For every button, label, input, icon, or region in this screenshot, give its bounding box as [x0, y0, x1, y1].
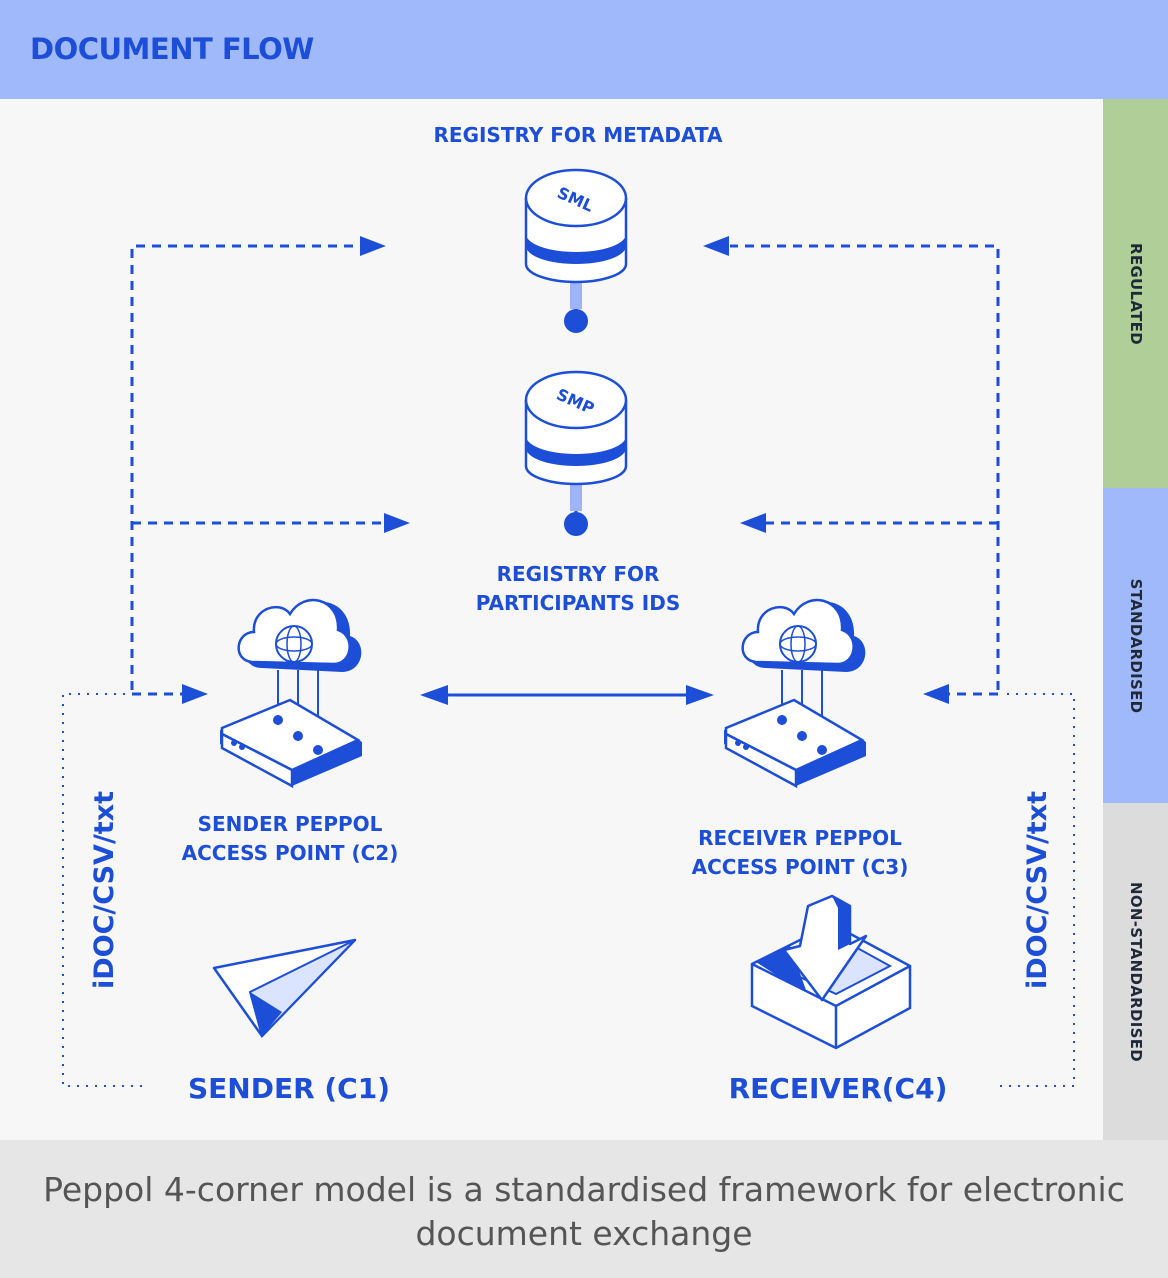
inbox-download-icon [750, 894, 912, 1050]
c2-to-sml-line [130, 244, 362, 690]
dashed-flow-lines [130, 244, 1000, 696]
c4-label: RECEIVER(C4) [729, 1072, 948, 1105]
page-title: DOCUMENT FLOW [30, 32, 314, 66]
paper-plane-icon [212, 938, 357, 1038]
c2-label-line2: ACCESS POINT (C2) [182, 841, 399, 865]
dotted-format-lines [62, 693, 1075, 1087]
c2-label-line1: SENDER PEPPOL [198, 812, 383, 836]
band-label-non-standardised: NON-STANDARDISED [1126, 881, 1145, 1062]
band-label-regulated: REGULATED [1126, 242, 1145, 345]
sender-access-point-icon [220, 598, 362, 789]
right-format-line [1000, 693, 1075, 1087]
arrowhead-to-c2 [182, 684, 208, 704]
band-label-standardised: STANDARDISED [1126, 578, 1145, 713]
c1-label: SENDER (C1) [188, 1072, 390, 1105]
arrowhead-to-sml-right [703, 236, 729, 256]
c3-label-line1: RECEIVER PEPPOL [698, 826, 902, 850]
arrowhead-to-sml-left [360, 236, 386, 256]
c3-to-sml-line [730, 244, 1000, 690]
left-format-label: iDOC/CSV/txt [89, 791, 120, 989]
sml-database-icon: SML [524, 168, 628, 333]
footer-caption-area: Peppol 4-corner model is a standardised … [0, 1140, 1168, 1278]
left-format-line [62, 693, 142, 1087]
header-bar: DOCUMENT FLOW [0, 0, 1168, 99]
arrowhead-to-smp-right [740, 513, 766, 533]
sml-label: REGISTRY FOR METADATA [434, 123, 723, 147]
band-standardised: STANDARDISED [1103, 488, 1168, 803]
arrowhead-to-c3 [923, 684, 949, 704]
c3-label-line2: ACCESS POINT (C3) [692, 855, 909, 879]
dashed-arrowheads [182, 236, 949, 704]
band-regulated: REGULATED [1103, 99, 1168, 488]
c2-c3-exchange-arrow [420, 685, 714, 705]
receiver-access-point-icon [724, 598, 866, 789]
arrowhead-to-smp-left [384, 513, 410, 533]
smp-label-line2: PARTICIPANTS IDS [476, 591, 681, 615]
right-format-label: iDOC/CSV/txt [1022, 791, 1053, 989]
footer-caption: Peppol 4-corner model is a standardised … [43, 1170, 1125, 1253]
smp-label-line1: REGISTRY FOR [497, 562, 660, 586]
smp-database-icon: SMP [524, 370, 628, 536]
peppol-flow-diagram: SML SMP [62, 123, 1075, 1105]
band-non-standardised: NON-STANDARDISED [1103, 803, 1168, 1140]
